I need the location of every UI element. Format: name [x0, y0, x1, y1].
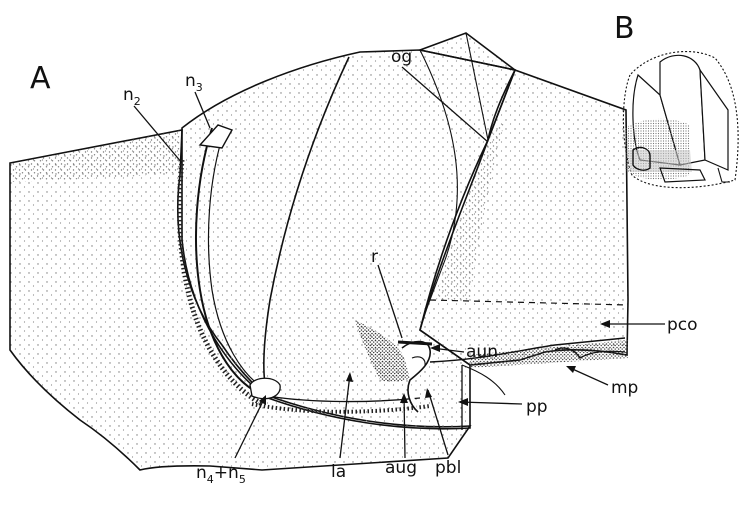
label-la: la [331, 462, 346, 482]
label-aug: aug [385, 458, 417, 478]
label-og: og [391, 47, 412, 67]
label-n4-n5: n4+n5 [196, 463, 246, 486]
label-r: r [371, 247, 378, 267]
label-n2: n2 [123, 85, 141, 108]
label-pbl: pbl [435, 458, 461, 478]
label-aun: aun [466, 342, 498, 362]
label-pco: pco [667, 315, 698, 335]
label-n3: n3 [185, 71, 203, 94]
panel-label-a: A [30, 61, 51, 96]
label-mp: mp [611, 378, 638, 398]
label-pp: pp [526, 397, 548, 417]
panel-label-b: B [614, 11, 635, 46]
panel-b-inset [623, 52, 738, 188]
